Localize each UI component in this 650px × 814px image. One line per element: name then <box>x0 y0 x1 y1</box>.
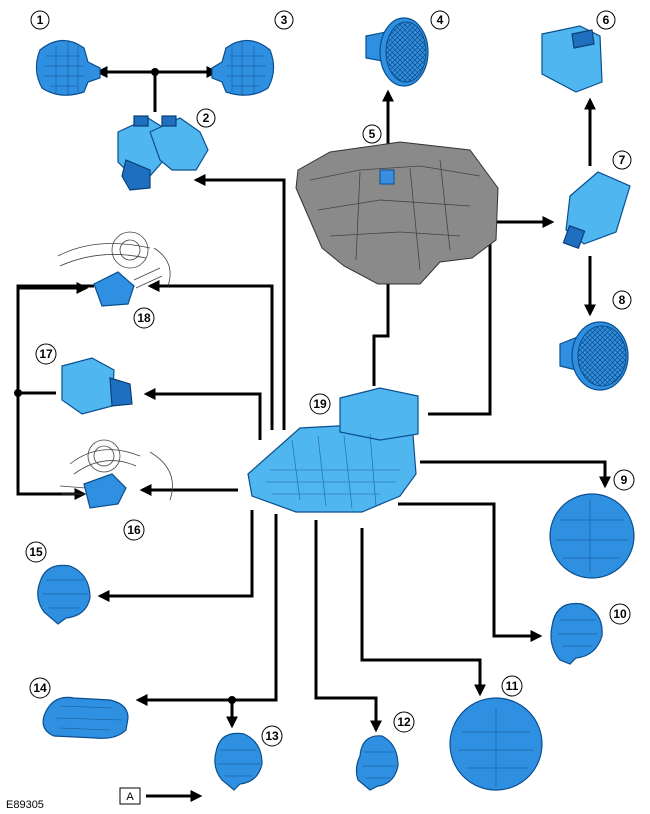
part-6-switch <box>541 25 603 93</box>
part-13-lamp <box>214 732 263 791</box>
callout-15: 15 <box>25 541 47 563</box>
svg-text:8: 8 <box>619 293 626 307</box>
svg-text:4: 4 <box>437 13 444 27</box>
svg-text:12: 12 <box>397 715 411 729</box>
svg-text:11: 11 <box>506 679 519 693</box>
svg-text:18: 18 <box>137 311 151 325</box>
part-18-sensor <box>57 231 171 307</box>
part-9-lamp <box>549 493 635 579</box>
callout-7: 7 <box>612 150 632 170</box>
svg-text:14: 14 <box>33 681 47 695</box>
part-7-module <box>562 171 631 249</box>
svg-text:6: 6 <box>603 13 610 27</box>
legend-key-box: A <box>119 787 141 805</box>
part-15-lamp <box>37 564 91 625</box>
callout-1: 1 <box>30 10 50 30</box>
callout-13: 13 <box>261 725 283 747</box>
svg-text:16: 16 <box>127 523 141 537</box>
svg-text:9: 9 <box>621 473 628 487</box>
svg-text:2: 2 <box>203 111 210 125</box>
svg-text:10: 10 <box>613 607 627 621</box>
part-16-sensor <box>59 439 173 509</box>
part-12-lamp <box>355 735 399 791</box>
part-11-lamp <box>449 697 543 791</box>
callout-17: 17 <box>35 343 57 365</box>
callout-2: 2 <box>196 108 216 128</box>
callout-4: 4 <box>430 10 450 30</box>
part-4-lamp <box>365 17 429 87</box>
callout-6: 6 <box>596 10 616 30</box>
callout-19: 19 <box>309 393 331 415</box>
callout-14: 14 <box>29 677 51 699</box>
part-19-junction-box <box>247 387 419 513</box>
part-17-module <box>61 357 133 415</box>
svg-text:13: 13 <box>265 729 279 743</box>
part-2-switch-assembly <box>117 115 209 191</box>
callout-11: 11 <box>501 675 523 697</box>
part-3-lamp <box>211 39 275 96</box>
svg-text:1: 1 <box>37 13 44 27</box>
callout-10: 10 <box>609 603 631 625</box>
svg-text:17: 17 <box>39 347 53 361</box>
part-5-transmission <box>295 141 499 285</box>
part-14-lamp <box>42 696 129 739</box>
wiring <box>14 66 611 802</box>
svg-text:15: 15 <box>29 545 43 559</box>
legend-key-text: A <box>126 791 134 803</box>
callout-5: 5 <box>362 124 382 144</box>
diagram-id: E89305 <box>6 799 44 811</box>
callout-8: 8 <box>612 290 632 310</box>
callout-9: 9 <box>613 469 635 491</box>
svg-text:5: 5 <box>369 127 376 141</box>
callout-12: 12 <box>393 711 415 733</box>
callout-3: 3 <box>274 10 294 30</box>
svg-text:3: 3 <box>281 13 288 27</box>
svg-text:7: 7 <box>619 153 626 167</box>
callout-16: 16 <box>123 519 145 541</box>
part-10-lamp <box>550 602 603 665</box>
svg-text:19: 19 <box>313 397 327 411</box>
part-1-lamp <box>35 39 101 96</box>
part-8-lamp <box>559 321 629 391</box>
callout-18: 18 <box>133 307 155 329</box>
